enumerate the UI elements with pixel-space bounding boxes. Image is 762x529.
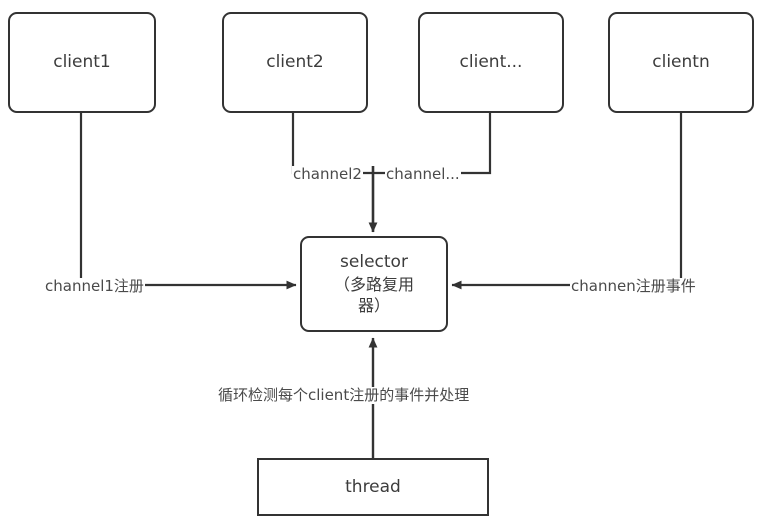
edge-client1-to-selector	[79, 113, 297, 290]
node-clientn[interactable]: clientn	[608, 12, 754, 113]
edge-client2-to-junction	[291, 113, 373, 175]
edge-label-channel-ellipsis: channel...	[385, 165, 461, 183]
node-clientn-label: clientn	[652, 52, 710, 73]
node-selector[interactable]: selector （多路复用 器）	[300, 236, 448, 332]
node-client2-label: client2	[266, 52, 324, 73]
node-selector-label-line2: （多路复用	[333, 274, 414, 294]
edge-label-channel1: channel1注册	[44, 277, 145, 295]
edge-label-thread-loop: 循环检测每个client注册的事件并处理	[217, 386, 471, 404]
edge-label-channel2: channel2	[292, 165, 363, 183]
node-thread[interactable]: thread	[257, 458, 489, 516]
node-thread-label: thread	[345, 476, 401, 497]
edge-label-channeln: channen注册事件	[570, 277, 697, 295]
edge-clientx-to-junction	[373, 113, 492, 175]
node-client-ellipsis-label: client...	[459, 52, 523, 73]
node-client1[interactable]: client1	[8, 12, 156, 113]
node-selector-label-line3: 器）	[357, 296, 390, 316]
node-client2[interactable]: client2	[222, 12, 368, 113]
node-client1-label: client1	[53, 52, 111, 73]
node-selector-label-line1: selector	[340, 251, 408, 272]
node-client-ellipsis[interactable]: client...	[418, 12, 564, 113]
edge-clientn-to-selector	[451, 113, 683, 290]
